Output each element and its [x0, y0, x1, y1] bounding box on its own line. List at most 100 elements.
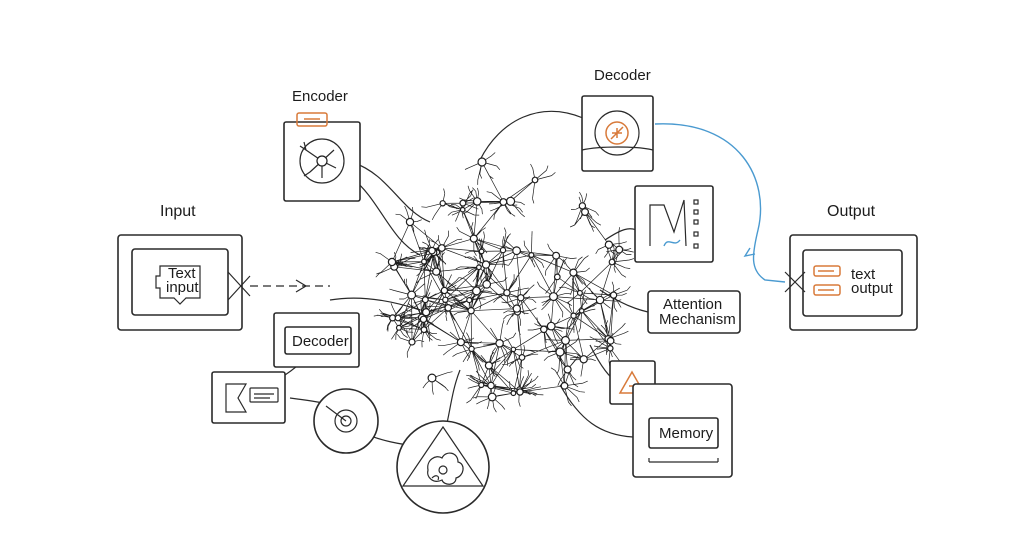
- neuron-node: [408, 338, 416, 346]
- decoder-top-panel: [581, 95, 654, 172]
- neuron-node: [405, 217, 415, 227]
- neuron-node: [506, 196, 516, 206]
- decoder-target-icon: [605, 121, 629, 145]
- neuron-node: [421, 258, 428, 265]
- neuron-node: [459, 199, 467, 207]
- neuron-node: [444, 303, 453, 312]
- neuron-node: [487, 381, 495, 390]
- text-input-line1: Text: [168, 265, 196, 282]
- neuron-node: [539, 325, 548, 334]
- neuron-node: [512, 246, 521, 256]
- neuron-node: [407, 290, 417, 300]
- neuron-node: [432, 267, 441, 276]
- neuron-node: [484, 361, 493, 370]
- neuron-node: [604, 240, 614, 249]
- neuron-node: [428, 246, 436, 255]
- neuron-node: [555, 347, 565, 357]
- neuron-node: [420, 326, 428, 334]
- neuron-node: [560, 335, 570, 345]
- input-title: Input: [160, 203, 196, 220]
- neuron-node: [427, 373, 437, 383]
- neuron-node: [548, 292, 558, 302]
- decoder-top-title: Decoder: [594, 67, 651, 84]
- neuron-node: [560, 381, 569, 390]
- neuron-node: [442, 296, 449, 303]
- output-list-icon: [693, 199, 699, 249]
- neuron-node: [615, 245, 624, 254]
- neuron-node: [387, 257, 397, 267]
- neuron-node: [456, 338, 465, 347]
- neuron-node: [472, 197, 482, 206]
- neuron-node: [495, 338, 504, 348]
- neuron-node: [469, 234, 478, 243]
- neuron-node: [608, 258, 616, 266]
- neuron-node: [419, 315, 428, 323]
- neuron-dendrites: [373, 152, 635, 413]
- waveform-panel: [634, 185, 714, 263]
- neuron-node: [517, 294, 525, 302]
- neuron-node: [606, 344, 614, 352]
- gear-triangle-icon: [427, 452, 464, 485]
- encoder-title: Encoder: [292, 88, 348, 105]
- neuron-node: [481, 260, 491, 269]
- neuron-node: [569, 268, 578, 277]
- document-panel: [211, 371, 286, 424]
- warning-triangle-icon: [618, 370, 646, 394]
- neuron-node: [478, 381, 485, 389]
- neuron-node: [466, 297, 473, 304]
- neural-network-cluster: [373, 152, 635, 413]
- neuron-node: [595, 295, 605, 305]
- neuron-node: [421, 296, 429, 304]
- neuron-node: [487, 392, 497, 402]
- memory-panel: Memory: [632, 383, 733, 478]
- neuron-node: [552, 251, 561, 260]
- neuron-node: [570, 312, 577, 319]
- document-arrow-icon: [225, 383, 279, 413]
- neuron-node: [477, 157, 487, 167]
- neuron-node: [609, 291, 618, 299]
- text-output-line1: text: [851, 266, 876, 283]
- neuron-node: [580, 208, 589, 217]
- neuron-node: [528, 252, 535, 259]
- decoder-box-label: Decoder: [292, 333, 349, 350]
- neuron-node: [437, 244, 446, 252]
- attention-line2: Mechanism: [659, 311, 736, 328]
- neuron-node: [578, 307, 585, 314]
- neuron-node: [422, 308, 431, 317]
- neuron-node: [510, 346, 517, 353]
- neuron-node: [553, 273, 561, 281]
- neuron-node: [439, 200, 446, 207]
- decoder-box-panel: Decoder: [273, 312, 360, 368]
- neuron-node: [503, 289, 511, 297]
- text-input-line2: input: [166, 279, 199, 296]
- neuron-node: [516, 388, 524, 396]
- target-panel: [313, 388, 379, 454]
- text-input-icon: [155, 265, 201, 305]
- neuron-node: [459, 206, 466, 213]
- gear-triangle-panel: [396, 420, 490, 514]
- dashed-arrowhead: [295, 279, 308, 293]
- output-title: Output: [827, 203, 876, 220]
- neuron-node: [478, 248, 485, 255]
- neuron-node: [579, 355, 588, 364]
- waveform-icon: [649, 199, 687, 247]
- output-panel: text output: [784, 234, 918, 331]
- memory-label: Memory: [659, 425, 714, 442]
- neuron-node: [394, 314, 402, 322]
- neuron-node: [468, 345, 475, 353]
- target-icon: [325, 405, 358, 433]
- neuron-node: [482, 279, 492, 289]
- neuron-node: [472, 286, 482, 296]
- neuron-node: [467, 307, 475, 315]
- encoder-neuron-icon: [299, 141, 337, 178]
- neuron-node: [563, 365, 572, 374]
- neuron-node: [440, 286, 449, 295]
- neuron-node: [531, 176, 539, 184]
- attention-panel: Attention Mechanism: [647, 290, 741, 334]
- neuron-connections: [373, 152, 635, 413]
- neuron-node: [576, 289, 583, 296]
- neuron-node: [546, 321, 556, 331]
- text-output-line2: output: [851, 280, 894, 297]
- neuron-node: [510, 390, 517, 397]
